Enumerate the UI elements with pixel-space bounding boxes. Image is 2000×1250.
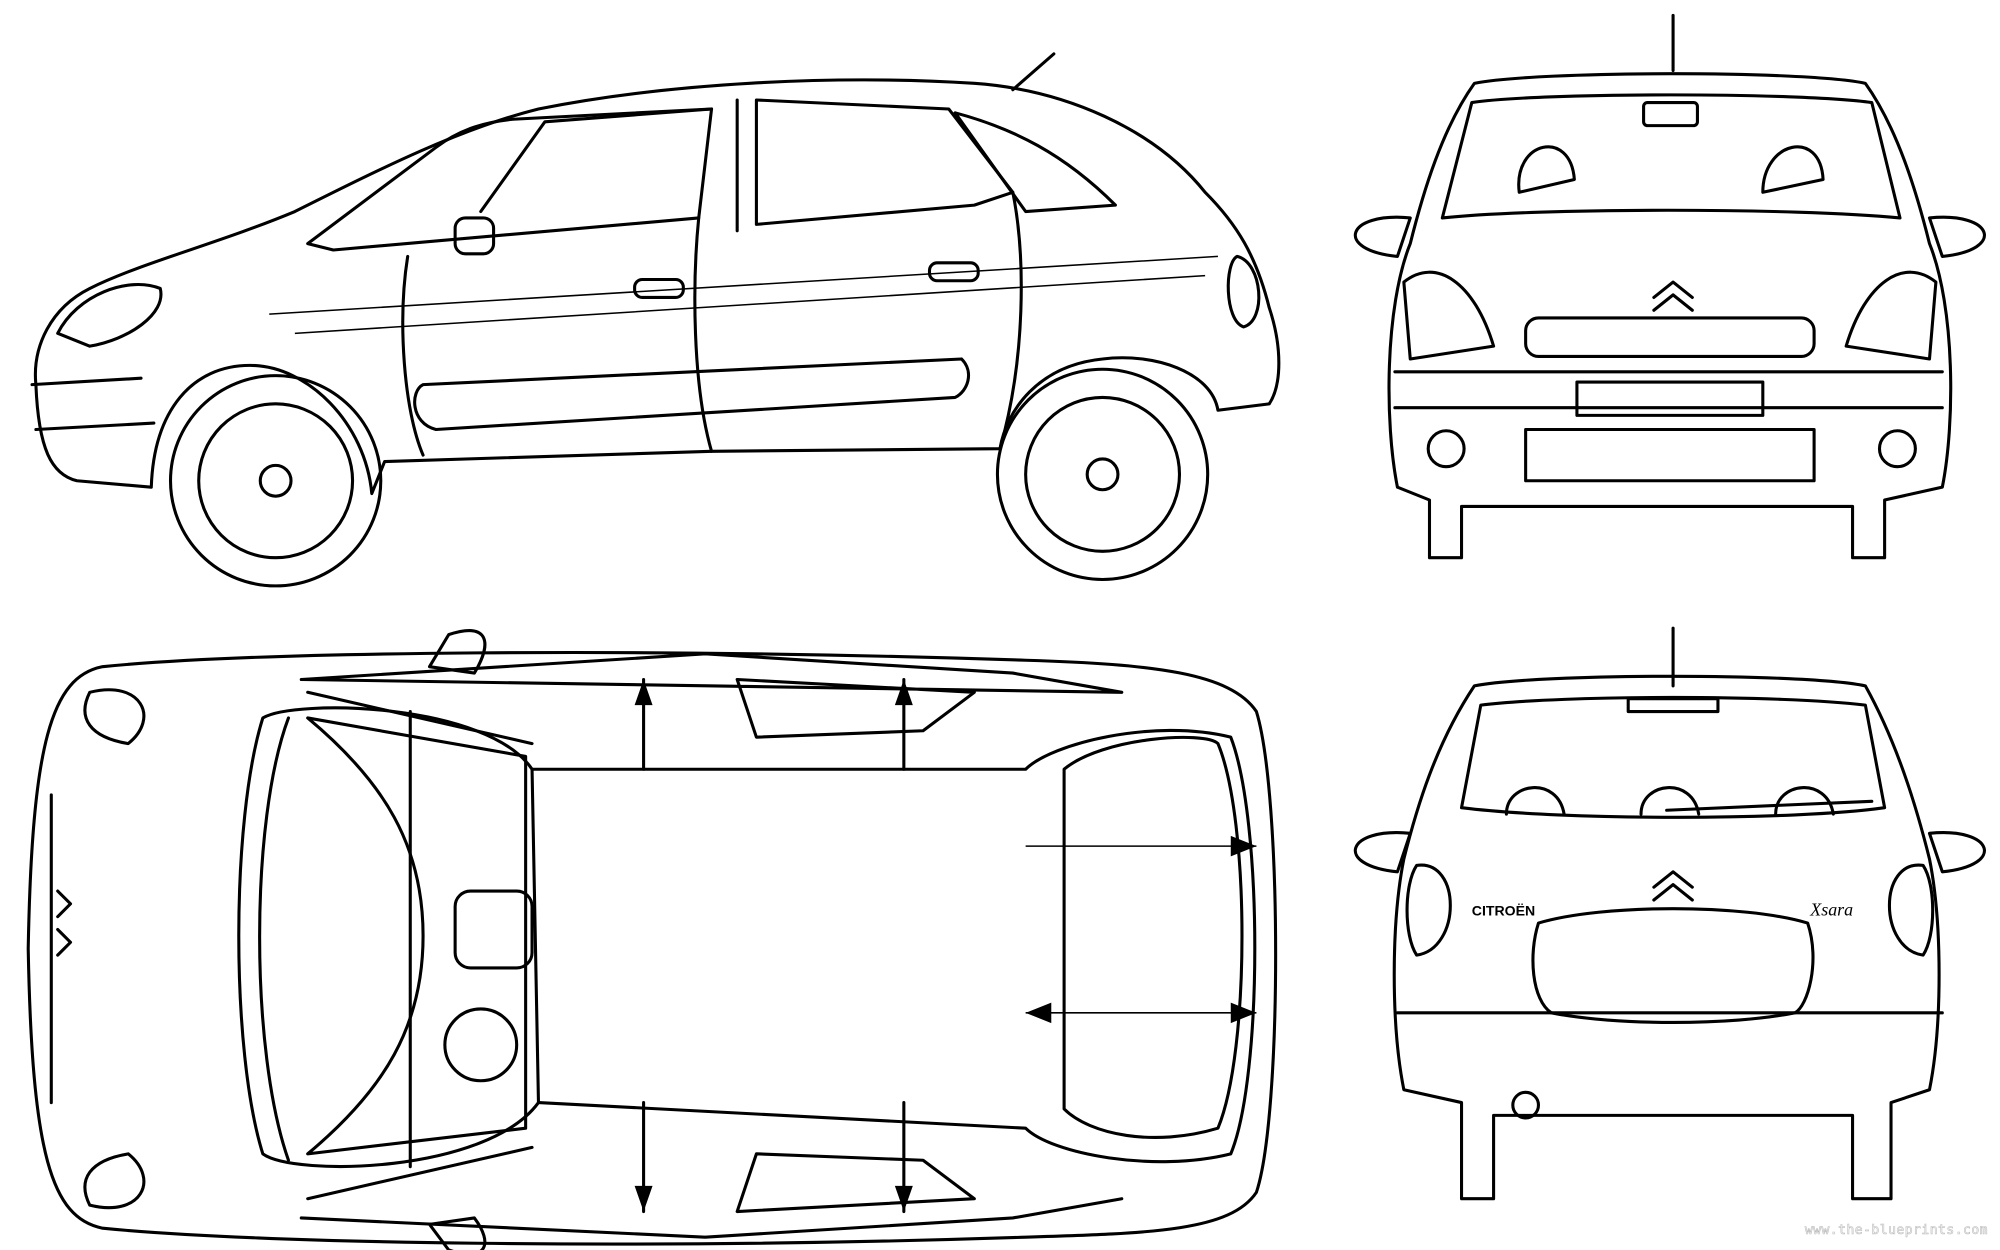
model-badge: Xsara: [1809, 899, 1853, 919]
side-view: [30, 52, 1281, 588]
chevron-logo-front: [1652, 280, 1694, 312]
top-view: [26, 629, 1278, 1250]
rear-view: CITROËN Xsara: [1353, 626, 1986, 1201]
brand-badge: CITROËN: [1472, 902, 1535, 918]
chevron-logo-rear: [1652, 870, 1694, 902]
watermark: www.the-blueprints.com: [1804, 1223, 1988, 1239]
front-view: [1353, 13, 1986, 560]
